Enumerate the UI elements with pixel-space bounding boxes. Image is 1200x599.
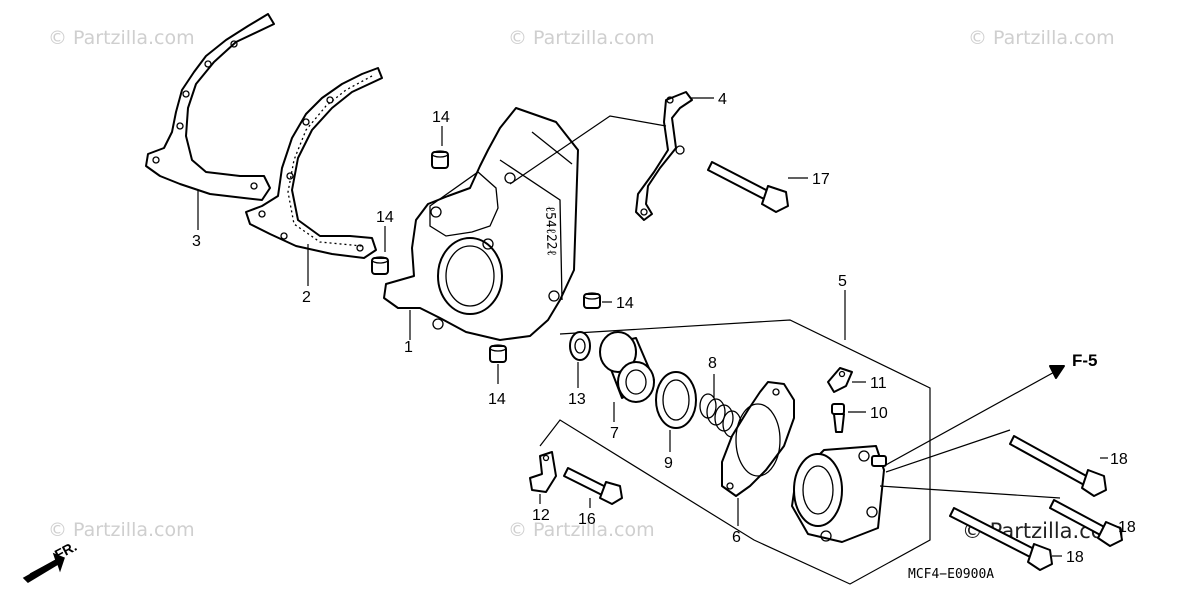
part-10-bleeder[interactable] <box>831 403 866 433</box>
part-2-gasket[interactable] <box>245 67 383 286</box>
part-5-assembly-outline <box>539 290 931 585</box>
callout-14-d[interactable]: 14 <box>488 391 506 408</box>
f5-reference-arrow <box>879 365 1065 499</box>
callout-7[interactable]: 7 <box>610 425 619 442</box>
part-14-dowel-a[interactable] <box>431 126 449 169</box>
callout-6[interactable]: 6 <box>732 529 741 546</box>
part-1-cover[interactable]: ℓ54ℓ22ℓ <box>383 107 579 341</box>
part-13-oil-seal[interactable] <box>569 331 591 388</box>
reference-f5[interactable]: F-5 <box>1072 351 1098 370</box>
part-14-dowel-b[interactable] <box>371 226 389 275</box>
part-7-piston[interactable] <box>599 331 655 422</box>
callout-17[interactable]: 17 <box>812 171 830 188</box>
part-17-bolt[interactable] <box>707 161 808 213</box>
part-5-slave-cylinder[interactable] <box>791 445 887 543</box>
part-6-gasket[interactable] <box>721 381 795 526</box>
part-18-bolt-b[interactable] <box>1049 499 1123 547</box>
callout-13[interactable]: 13 <box>568 391 586 408</box>
watermark-top-center: © Partzilla.com <box>508 27 655 49</box>
part-14-dowel-d[interactable] <box>489 344 507 384</box>
callout-5[interactable]: 5 <box>838 273 847 290</box>
part-14-dowel-c[interactable] <box>583 292 612 309</box>
callout-16[interactable]: 16 <box>578 511 596 528</box>
part-18-bolt-a[interactable] <box>1009 435 1108 497</box>
callout-2[interactable]: 2 <box>302 289 311 306</box>
callout-18-a[interactable]: 18 <box>1110 451 1128 468</box>
callout-10[interactable]: 10 <box>870 405 888 422</box>
part-4-bracket[interactable] <box>509 91 714 221</box>
diagram-code: MCF4−E0900A <box>908 567 994 582</box>
callout-18-b[interactable]: 18 <box>1118 519 1136 536</box>
part-3-gasket[interactable] <box>145 13 275 230</box>
watermark-top-left: © Partzilla.com <box>48 27 195 49</box>
watermark-bottom-center: © Partzilla.com <box>508 519 655 541</box>
front-direction-arrow: FR. <box>22 538 79 583</box>
callout-8[interactable]: 8 <box>708 355 717 372</box>
part-11-clip[interactable] <box>827 367 866 393</box>
callout-18-c[interactable]: 18 <box>1066 549 1084 566</box>
part-9-seal-ring[interactable] <box>655 371 697 452</box>
watermark-top-right: © Partzilla.com <box>968 27 1115 49</box>
callout-3[interactable]: 3 <box>192 233 201 250</box>
part-8-spring[interactable] <box>699 374 742 438</box>
callout-12[interactable]: 12 <box>532 507 550 524</box>
part-18-bolt-c[interactable] <box>949 507 1062 571</box>
callout-14-a[interactable]: 14 <box>432 109 450 126</box>
callout-9[interactable]: 9 <box>664 455 673 472</box>
callout-14-c[interactable]: 14 <box>616 295 634 312</box>
watermark-bottom-left: © Partzilla.com <box>48 519 195 541</box>
callout-14-b[interactable]: 14 <box>376 209 394 226</box>
cover-marking: ℓ54ℓ22ℓ <box>542 206 559 256</box>
callout-11[interactable]: 11 <box>870 375 887 392</box>
callout-1[interactable]: 1 <box>404 339 413 356</box>
part-16-bolt[interactable] <box>563 467 623 508</box>
callout-4[interactable]: 4 <box>718 91 727 108</box>
part-12-clamp[interactable] <box>529 451 557 504</box>
